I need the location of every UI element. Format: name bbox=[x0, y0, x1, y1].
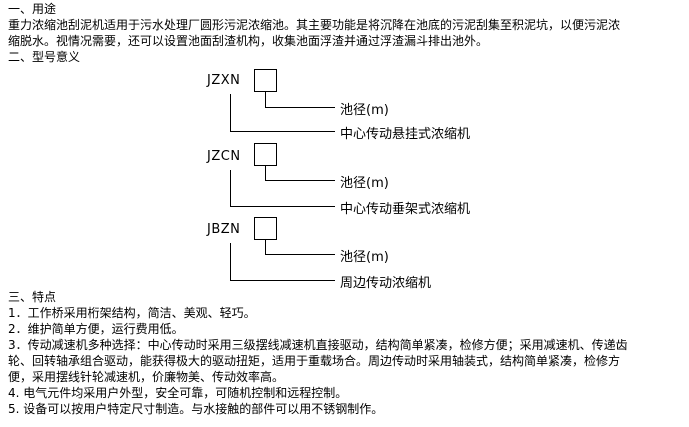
connector-line bbox=[265, 254, 335, 255]
feature-line: 4. 电气元件均采用户外型，安全可靠，可随机控制和远程控制。 bbox=[8, 386, 348, 400]
section-heading-usage: 一、用途 bbox=[8, 2, 57, 16]
connector-line bbox=[230, 131, 335, 132]
diameter-box bbox=[254, 69, 277, 92]
model-code: JZCN bbox=[207, 149, 241, 164]
diameter-box bbox=[254, 217, 277, 240]
connector-line bbox=[230, 280, 335, 281]
usage-text-line-2: 缩脱水。视情况需要，还可以设置池面刮渣机构，收集池面浮渣并通过浮渣漏斗排出池外。 bbox=[8, 34, 489, 48]
diameter-label: 池径(m) bbox=[340, 176, 389, 191]
section-heading-features: 三、特点 bbox=[8, 290, 57, 304]
connector-line bbox=[230, 170, 231, 206]
diameter-label: 池径(m) bbox=[340, 103, 389, 118]
connector-line bbox=[265, 180, 335, 181]
feature-line: 1．工作桥采用桁架结构，简洁、美观、轻巧。 bbox=[8, 306, 256, 320]
diameter-label: 池径(m) bbox=[340, 250, 389, 265]
connector-line bbox=[265, 166, 266, 180]
feature-line: 5. 设备可以按用户特定尺寸制造。与水接触的部件可以用不锈钢制作。 bbox=[8, 402, 384, 416]
connector-line bbox=[230, 94, 231, 131]
diameter-box bbox=[254, 143, 277, 166]
connector-line bbox=[230, 206, 335, 207]
type-label: 中心传动垂架式浓缩机 bbox=[340, 202, 471, 217]
model-code: JBZN bbox=[207, 222, 241, 237]
connector-line bbox=[265, 107, 335, 108]
feature-line: 3．传动减速机多种选择：中心传动时采用三级摆线减速机直接驱动，结构简单紧凑，检修… bbox=[8, 338, 628, 352]
type-label: 周边传动浓缩机 bbox=[340, 276, 432, 291]
model-code: JZXN bbox=[207, 73, 241, 88]
type-label: 中心传动悬挂式浓缩机 bbox=[340, 127, 471, 142]
connector-line bbox=[265, 92, 266, 107]
section-heading-model-meaning: 二、型号意义 bbox=[8, 50, 81, 64]
usage-text-line-1: 重力浓缩池刮泥机适用于污水处理厂圆形污泥浓缩池。其主要功能是将沉降在池底的污泥刮… bbox=[8, 18, 621, 32]
feature-line: 便，采用摆线针轮减速机，价廉物美、传动效率高。 bbox=[8, 370, 285, 384]
feature-line: 2．维护简单方便，运行费用低。 bbox=[8, 322, 184, 336]
connector-line bbox=[230, 243, 231, 280]
feature-line: 轮、回转轴承组合驱动，能获得极大的驱动扭矩，适用于重载场合。周边传动时采用轴装式… bbox=[8, 354, 621, 368]
connector-line bbox=[265, 240, 266, 254]
